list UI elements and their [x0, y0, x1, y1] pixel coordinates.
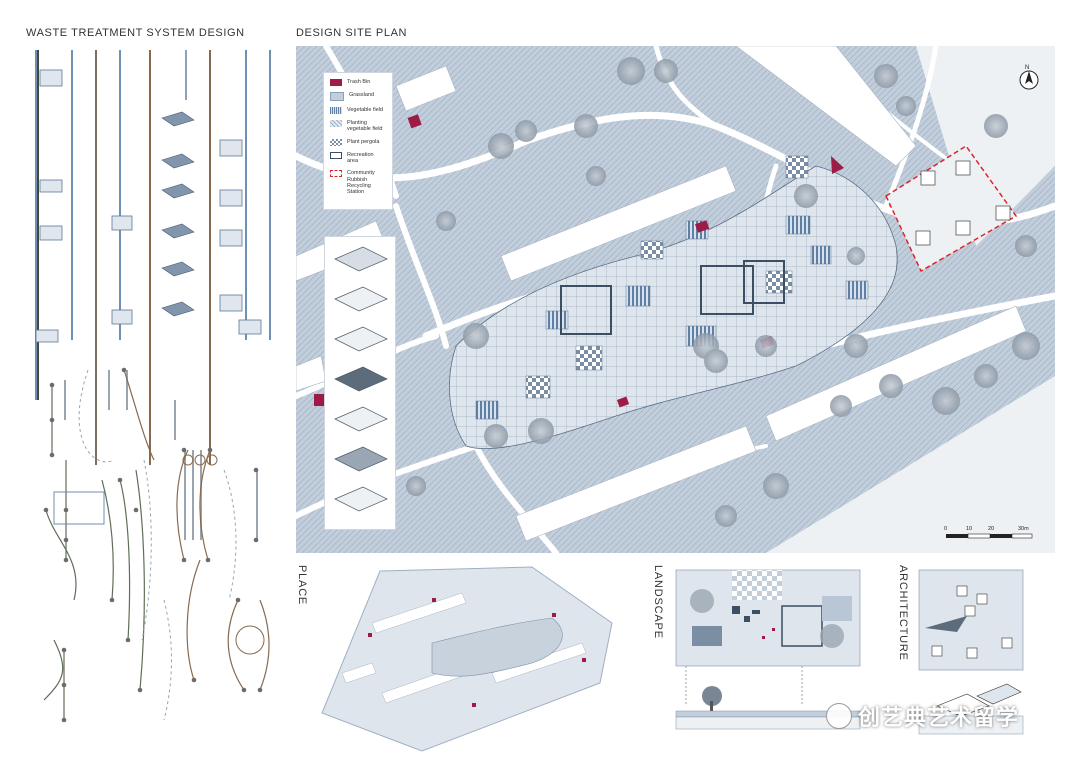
flow-diagram-lower: [43, 385, 145, 720]
flow-nodes: [43, 367, 263, 723]
north-arrow: [1019, 70, 1039, 90]
outer-grounds-right: [916, 46, 1055, 246]
landscape-detail: [675, 569, 861, 730]
legend-recreation-area: Recreation area: [330, 151, 386, 165]
architecture-title: ARCHITECTURE: [897, 565, 909, 661]
flow-label-bars: [64, 370, 258, 540]
landscape-title: LANDSCAPE: [652, 565, 664, 639]
system-flow-lines: [35, 50, 271, 465]
station-kiosks: [915, 160, 1011, 246]
legend-recycling-station: Community Rubbish Recycling Station: [330, 170, 386, 195]
dashed-links: [78, 369, 237, 721]
watermark-logo: 创艺典艺术留学: [826, 698, 1046, 734]
flow-node-rings: [182, 454, 265, 655]
legend-grassland: Grassland: [330, 92, 386, 101]
site-plan-map: N 0 10 20 30m: [296, 46, 1055, 553]
device-icons: [35, 69, 262, 343]
flow-diagram-brown: [123, 369, 270, 691]
place-map: [321, 566, 613, 752]
waste-system-diagram: [35, 50, 271, 723]
trash-bin-swatch: [330, 79, 342, 86]
site-plan-title: DESIGN SITE PLAN: [296, 27, 408, 39]
watermark-text: 创艺典艺术留学: [858, 705, 1020, 730]
trees: [324, 57, 1040, 527]
scale-label-30m: 30m: [1018, 526, 1029, 532]
plant-pergola-swatch: [330, 138, 342, 146]
architecture-detail: [918, 569, 1024, 735]
recycling-station-swatch: [330, 170, 342, 178]
scale-label-20: 20: [988, 526, 994, 532]
site-plan-legend: Trash Bin Grassland Vegetable field Plan…: [323, 72, 393, 210]
scale-label-10: 10: [966, 526, 972, 532]
legend-trash-bin: Trash Bin: [330, 79, 386, 86]
scale-label-0: 0: [944, 526, 947, 532]
legend-plant-pergola: Plant pergola: [330, 138, 386, 146]
north-label: N: [1025, 65, 1029, 71]
flow-highlight-box: [53, 491, 105, 525]
grassland-swatch: [330, 92, 344, 101]
layer-axonometric-panel: [324, 236, 396, 530]
planting-field-swatch: [330, 120, 342, 127]
outer-grounds: [766, 376, 1055, 553]
legend-vegetable-field: Vegetable field: [330, 107, 386, 114]
wechat-icon: [826, 703, 852, 729]
compost-containers: [161, 111, 195, 317]
scale-bar: [946, 533, 1033, 539]
central-plaza: [449, 165, 898, 449]
legend-planting-vegetable-field: Planting vegetable field: [330, 120, 386, 133]
vegetable-field-swatch: [330, 107, 342, 114]
recreation-areas: [560, 260, 785, 335]
recreation-area-swatch: [330, 151, 342, 159]
place-title: PLACE: [296, 565, 308, 606]
plant-pergolas: [525, 155, 809, 399]
waste-section-title: WASTE TREATMENT SYSTEM DESIGN: [26, 27, 245, 39]
